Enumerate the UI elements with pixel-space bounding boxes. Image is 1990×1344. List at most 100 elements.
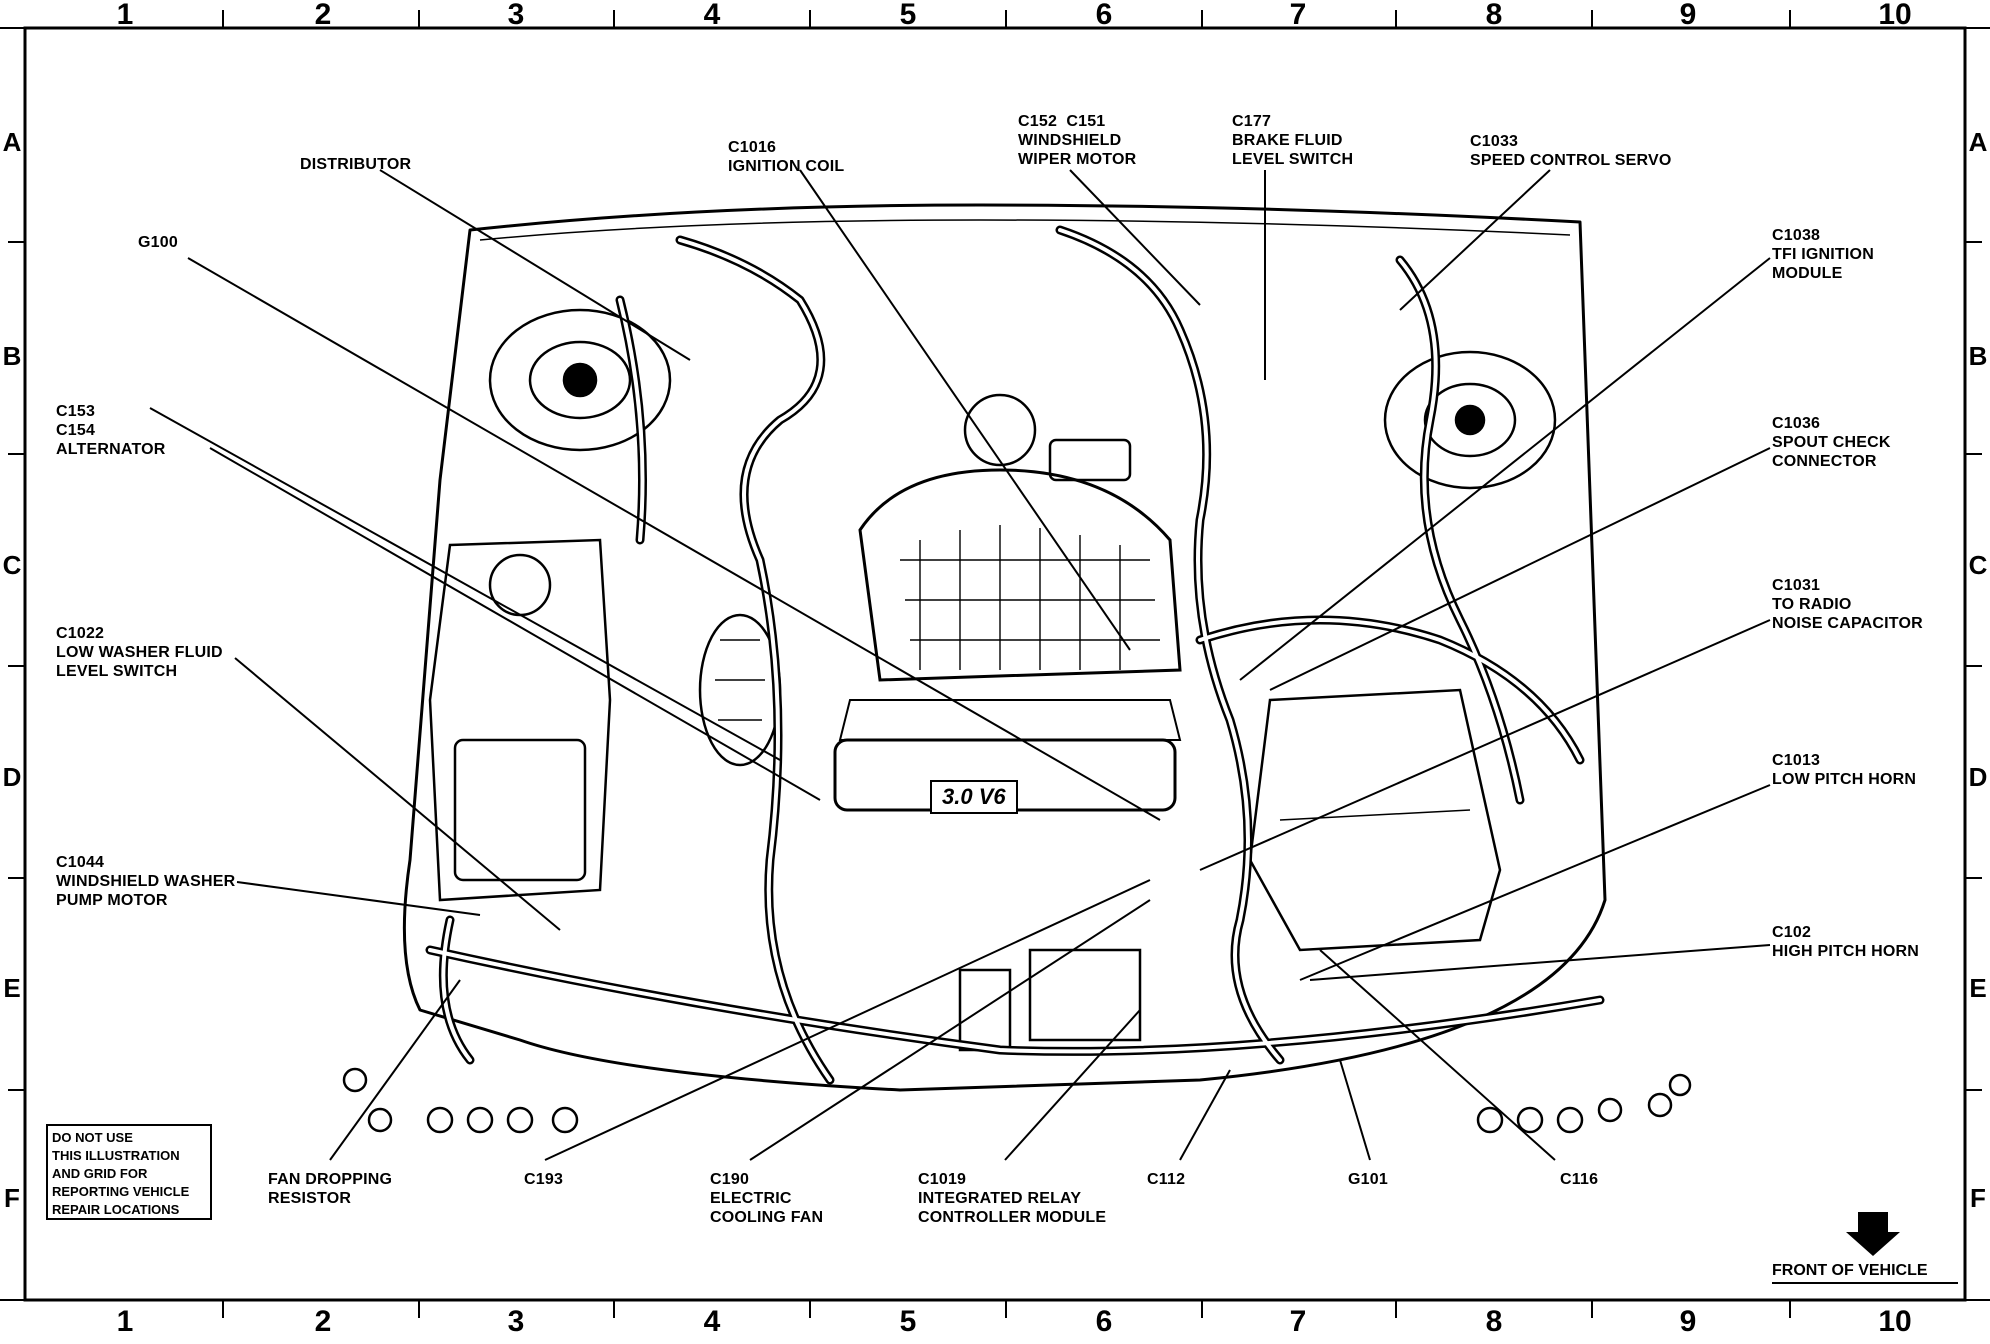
callout-c153-c154: C153 C154 ALTERNATOR (56, 402, 166, 459)
grid-column-bottom-7: 7 (1289, 1305, 1307, 1338)
callout-code: C112 (1147, 1171, 1186, 1188)
front-of-vehicle-label: FRONT OF VEHICLE (1772, 1262, 1928, 1279)
grid-row-right-A: A (1968, 127, 1988, 157)
callout-c102: C102 HIGH PITCH HORN (1772, 923, 1919, 961)
callout-code: C1036 (1772, 415, 1821, 432)
callout-code: C152 C151 (1018, 113, 1106, 130)
callout-code: C1013 (1772, 752, 1821, 769)
battery (1248, 688, 1502, 952)
callout-code: C177 (1232, 113, 1272, 130)
grid-row-right-B: B (1968, 341, 1988, 371)
callout-line: RESISTOR (268, 1190, 352, 1207)
front-arrow-icon (1846, 1212, 1900, 1256)
callout-code: C116 (1560, 1171, 1599, 1188)
callout-g100: G100 (138, 233, 178, 252)
grid-column-bottom-8: 8 (1485, 1305, 1503, 1338)
grid-row-right-D: D (1968, 762, 1988, 792)
intake-manifold (858, 468, 1182, 682)
warning-line: AND GRID FOR (52, 1166, 148, 1181)
callout-c193: C193 (524, 1170, 563, 1189)
callout-g101: G101 (1348, 1170, 1388, 1189)
callout-line: DISTRIBUTOR (300, 156, 412, 173)
grid-column-bottom-3: 3 (507, 1305, 525, 1338)
callout-line: INTEGRATED RELAY (918, 1190, 1082, 1207)
callout-line: NOISE CAPACITOR (1772, 615, 1923, 632)
callout-code: C1031 (1772, 577, 1821, 594)
grid-row-left-A: A (2, 127, 22, 157)
alternator (698, 613, 782, 767)
callout-line: SPOUT CHECK (1772, 434, 1891, 451)
grid-column-bottom-10: 10 (1878, 1305, 1912, 1338)
callout-line: FAN DROPPING (268, 1171, 393, 1188)
callout-line: MODULE (1772, 265, 1843, 282)
callout-line: CONNECTOR (1772, 453, 1877, 470)
grid-column-bottom-9: 9 (1679, 1305, 1697, 1338)
grid-column-top-6: 6 (1095, 0, 1113, 31)
engine-badge: 3.0 V6 (930, 780, 1018, 814)
warning-line: REPORTING VEHICLE (52, 1184, 190, 1199)
warning-box: DO NOT USE THIS ILLUSTRATION AND GRID FO… (46, 1124, 212, 1220)
grid-column-bottom-6: 6 (1095, 1305, 1113, 1338)
callout-line: C154 (56, 422, 96, 439)
washer-reservoir (428, 538, 612, 902)
callout-line: HIGH PITCH HORN (1772, 943, 1919, 960)
callout-line: IGNITION COIL (728, 158, 845, 175)
callout-line: CONTROLLER MODULE (918, 1209, 1107, 1226)
callout-code: C102 (1772, 924, 1812, 941)
callout-line: SPEED CONTROL SERVO (1470, 152, 1672, 169)
callout-code: C1038 (1772, 227, 1821, 244)
grid-row-left-F: F (4, 1183, 20, 1213)
callout-line: COOLING FAN (710, 1209, 824, 1226)
callout-code: C1033 (1470, 133, 1519, 150)
callout-code: C1044 (56, 854, 105, 871)
callout-line: ALTERNATOR (56, 441, 166, 458)
grid-row-right-C: C (1968, 550, 1988, 580)
grid-row-left-E: E (3, 973, 21, 1003)
callout-line: LOW WASHER FLUID (56, 644, 223, 661)
callout-line: PUMP MOTOR (56, 892, 168, 909)
grid-column-top-8: 8 (1485, 0, 1503, 31)
callout-code: C193 (524, 1171, 564, 1188)
callout-c1038: C1038 TFI IGNITION MODULE (1772, 226, 1874, 283)
leader-lines (149, 169, 1771, 1161)
grid-column-top-4: 4 (703, 0, 721, 31)
callout-c1013: C1013 LOW PITCH HORN (1772, 751, 1916, 789)
callout-code: C1019 (918, 1171, 967, 1188)
callout-line: TO RADIO (1772, 596, 1852, 613)
callout-c1036: C1036 SPOUT CHECK CONNECTOR (1772, 414, 1891, 471)
callout-c190: C190 ELECTRIC COOLING FAN (710, 1170, 823, 1227)
grid-column-top-7: 7 (1289, 0, 1307, 31)
grid-ticks (8, 10, 1982, 1318)
callout-code: C1022 (56, 625, 105, 642)
callout-line: BRAKE FLUID (1232, 132, 1343, 149)
grid-column-bottom-1: 1 (116, 1305, 134, 1338)
warning-line: THIS ILLUSTRATION (52, 1148, 180, 1163)
callout-line: WIPER MOTOR (1018, 151, 1137, 168)
grid-column-bottom-5: 5 (899, 1305, 917, 1338)
strut-tower-left (488, 308, 672, 452)
grid-row-right-F: F (1970, 1183, 1986, 1213)
engine-compartment-outline (402, 203, 1607, 1092)
callout-c1031: C1031 TO RADIO NOISE CAPACITOR (1772, 576, 1923, 633)
callout-c152-c151: C152 C151 WINDSHIELD WIPER MOTOR (1018, 112, 1136, 169)
grid-column-top-9: 9 (1679, 0, 1697, 31)
callout-c112: C112 (1147, 1170, 1185, 1189)
warning-line: REPAIR LOCATIONS (52, 1202, 180, 1217)
callout-c1019: C1019 INTEGRATED RELAY CONTROLLER MODULE (918, 1170, 1106, 1227)
callout-line: LEVEL SWITCH (56, 663, 178, 680)
callout-code: C190 (710, 1171, 750, 1188)
grid-column-bottom-4: 4 (703, 1305, 721, 1338)
grid-frame (0, 26, 1990, 1302)
callout-line: WINDSHIELD WASHER (56, 873, 236, 890)
callout-line: ELECTRIC (710, 1190, 792, 1207)
grid-row-left-D: D (2, 762, 22, 792)
grid-row-right-E: E (1969, 973, 1987, 1003)
callout-c116: C116 (1560, 1170, 1598, 1189)
callout-c1033: C1033 SPEED CONTROL SERVO (1470, 132, 1671, 170)
front-lamp-sockets (342, 1067, 1692, 1134)
callout-line: TFI IGNITION (1772, 246, 1874, 263)
callout-distributor: DISTRIBUTOR (300, 155, 411, 174)
callout-line: WINDSHIELD (1018, 132, 1122, 149)
grid-row-left-B: B (2, 341, 22, 371)
